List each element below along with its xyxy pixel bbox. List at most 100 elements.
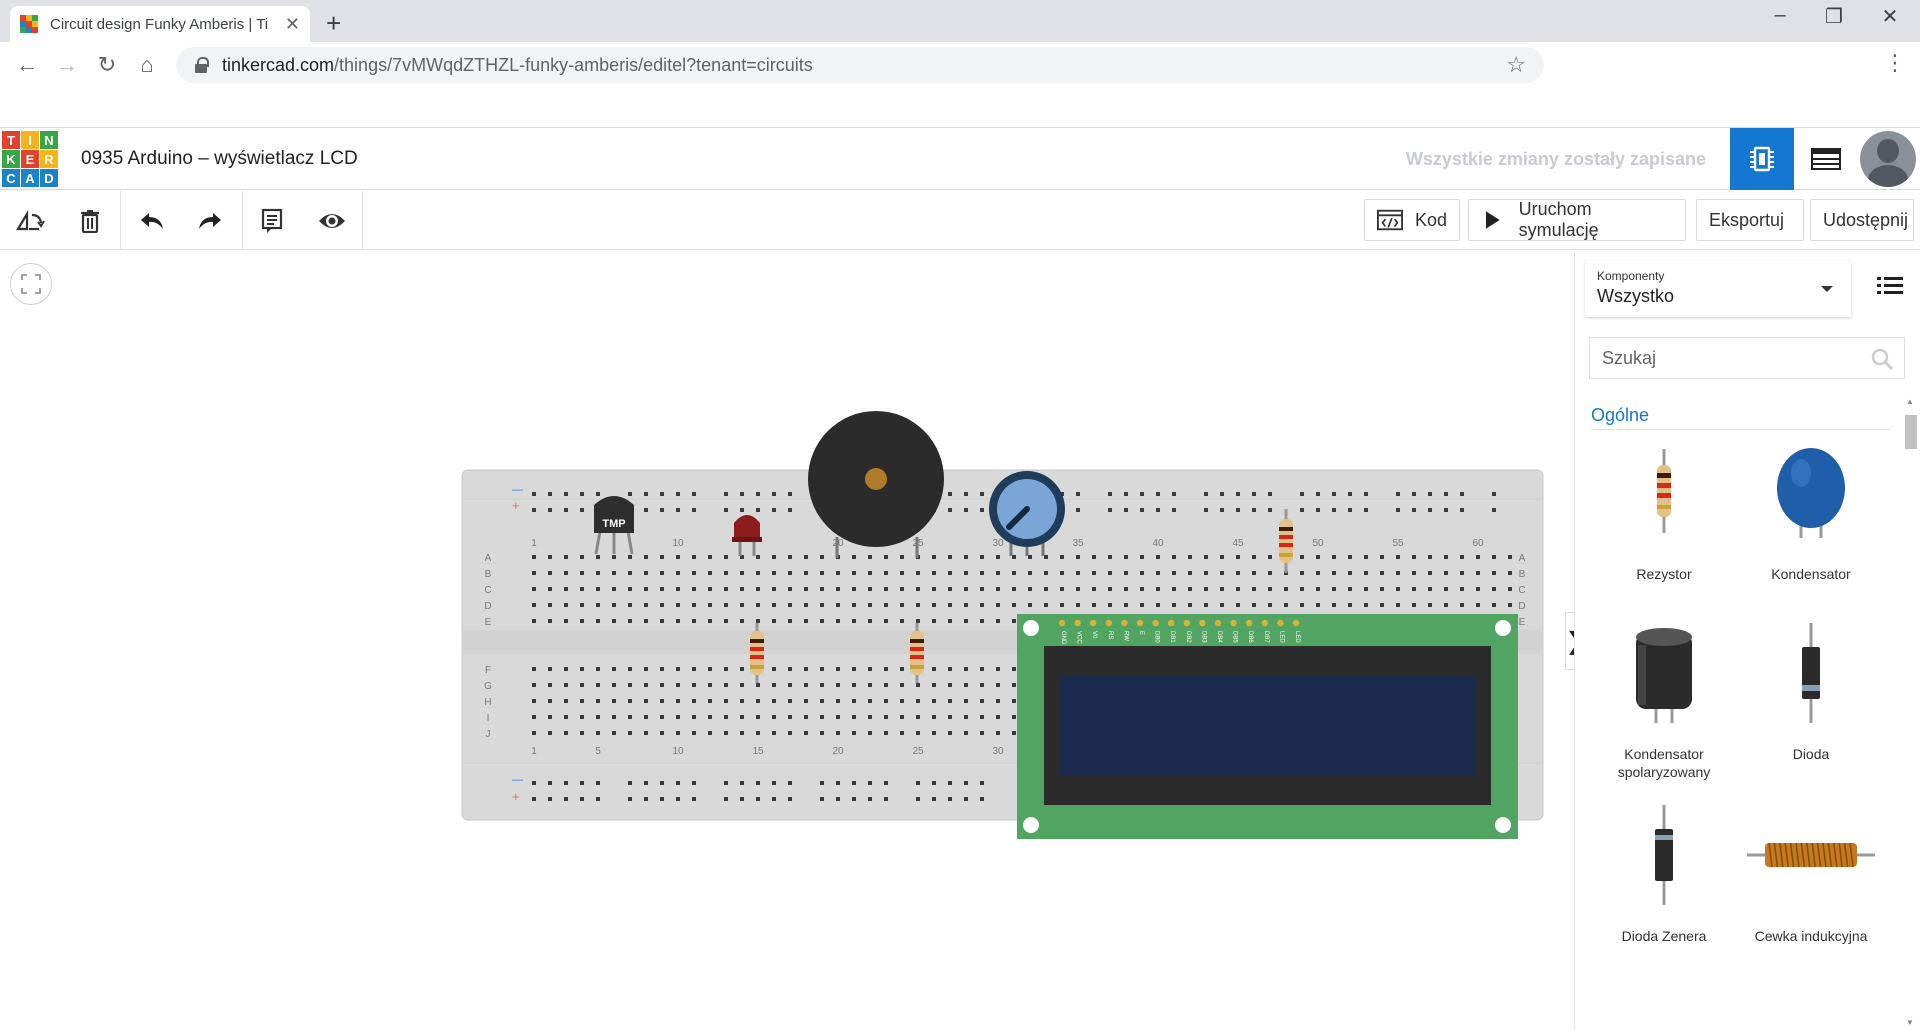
breadboard-hole: [964, 603, 968, 607]
rail-hole: [772, 492, 776, 496]
browser-tab[interactable]: Circuit design Funky Amberis | Ti ✕: [10, 6, 310, 42]
breadboard-hole: [708, 715, 712, 719]
lcd-pin: [1230, 619, 1237, 627]
breadboard-hole: [1412, 587, 1416, 591]
share-button[interactable]: Udostępnij: [1810, 199, 1914, 241]
undo-icon[interactable]: [132, 201, 172, 241]
back-icon[interactable]: ←: [16, 52, 38, 77]
close-window-icon[interactable]: ✕: [1881, 6, 1899, 28]
address-bar[interactable]: tinkercad.com/things/7vMWqdZTHZL-funky-a…: [176, 47, 1544, 83]
rail-hole: [820, 797, 824, 801]
row-letter: G: [484, 681, 492, 692]
code-button[interactable]: Kod: [1364, 199, 1460, 241]
reload-icon[interactable]: ↻: [97, 52, 117, 77]
breadboard-hole: [804, 603, 808, 607]
search-icon[interactable]: [1870, 347, 1894, 371]
section-general-title[interactable]: Ogólne: [1591, 405, 1650, 425]
new-tab-icon[interactable]: +: [326, 8, 342, 38]
list-view-icon[interactable]: [1877, 275, 1903, 297]
column-number: 35: [1072, 538, 1084, 549]
start-simulation-button[interactable]: Uruchom symulację: [1468, 199, 1686, 241]
redo-icon[interactable]: [190, 201, 230, 241]
breadboard-hole: [1380, 587, 1384, 591]
export-button[interactable]: Eksportuj: [1696, 199, 1804, 241]
rotate-icon[interactable]: [10, 201, 50, 241]
panel-scrollbar[interactable]: ▲ ▼: [1903, 397, 1917, 1027]
breadboard-hole: [1012, 683, 1016, 687]
bookmark-star-icon[interactable]: ☆: [1506, 52, 1526, 77]
component-capacitor[interactable]: Kondensator: [1741, 443, 1881, 603]
breadboard-hole: [1460, 571, 1464, 575]
breadboard-hole: [1236, 603, 1240, 607]
browser-menu-icon[interactable]: ⋮: [1884, 50, 1906, 75]
notes-icon[interactable]: [252, 201, 292, 241]
breadboard-hole: [660, 619, 664, 623]
workplane-canvas[interactable]: — + — + 11020253035404550556015101520253…: [0, 251, 1586, 1030]
home-icon[interactable]: ⌂: [140, 52, 154, 77]
design-title[interactable]: 0935 Arduino – wyświetlacz LCD: [81, 148, 358, 169]
breadboard-hole: [580, 603, 584, 607]
forward-icon[interactable]: →: [56, 52, 78, 77]
lcd-pin: [1168, 619, 1175, 627]
scrollbar-thumb[interactable]: [1905, 415, 1917, 449]
breadboard-hole: [1204, 555, 1208, 559]
component-list-view-button[interactable]: [1794, 128, 1858, 190]
breadboard-hole: [980, 571, 984, 575]
start-simulation-label: Uruchom symulację: [1518, 199, 1599, 240]
breadboard-hole: [1220, 587, 1224, 591]
breadboard-hole: [756, 555, 760, 559]
resistors[interactable]: [750, 509, 1293, 683]
resistor-band: [910, 665, 924, 669]
breadboard-hole: [628, 683, 632, 687]
restore-icon[interactable]: ❐: [1825, 6, 1843, 28]
fit-view-button[interactable]: [10, 263, 52, 305]
component-search[interactable]: [1589, 337, 1905, 379]
potentiometer[interactable]: [989, 471, 1065, 556]
column-number: 50: [1312, 538, 1324, 549]
breadboard-hole: [724, 587, 728, 591]
breadboard-hole: [1380, 603, 1384, 607]
minimize-icon[interactable]: –: [1774, 4, 1786, 26]
breadboard-hole: [820, 699, 824, 703]
delete-icon[interactable]: [70, 201, 110, 241]
components-filter-dropdown[interactable]: Komponenty Wszystko: [1585, 261, 1851, 317]
breadboard-hole: [628, 667, 632, 671]
search-input[interactable]: [1602, 347, 1852, 369]
user-avatar[interactable]: [1860, 131, 1916, 187]
breadboard-hole: [644, 667, 648, 671]
visibility-eye-icon[interactable]: [312, 201, 352, 241]
breadboard-hole: [628, 571, 632, 575]
coil-winding: [1784, 842, 1789, 868]
breadboard-hole: [1108, 587, 1112, 591]
circuit-view-button[interactable]: [1730, 128, 1794, 190]
save-status: Wszystkie zmiany zostały zapisane: [1405, 149, 1706, 169]
component-zener-diode[interactable]: Dioda Zenera: [1594, 805, 1734, 965]
tinkercad-logo[interactable]: T I N K E R C A D: [2, 131, 58, 187]
component-polarized-capacitor[interactable]: Kondensator spolaryzowany: [1594, 623, 1734, 793]
breadboard-hole: [1108, 603, 1112, 607]
breadboard-hole: [964, 715, 968, 719]
breadboard-hole: [1460, 603, 1464, 607]
component-diode[interactable]: Dioda: [1741, 623, 1881, 783]
breadboard-hole: [676, 715, 680, 719]
rail-hole: [1444, 508, 1448, 512]
breadboard-hole: [900, 715, 904, 719]
lcd-pin: [1105, 619, 1113, 627]
rail-hole: [756, 492, 760, 496]
lcd-pin-label: DB6: [1247, 631, 1253, 643]
export-label: Eksportuj: [1709, 209, 1785, 230]
rail-hole: [740, 781, 744, 785]
breadboard-hole: [660, 699, 664, 703]
breadboard-hole: [1492, 571, 1496, 575]
component-resistor[interactable]: Rezystor: [1594, 443, 1734, 603]
close-tab-icon[interactable]: ✕: [284, 13, 300, 34]
breadboard-hole: [980, 619, 984, 623]
breadboard-hole: [788, 715, 792, 719]
component-inductor[interactable]: Cewka indukcyjna: [1741, 805, 1881, 965]
column-number: 10: [672, 746, 684, 757]
red-led[interactable]: [732, 515, 762, 556]
breadboard-hole: [932, 731, 936, 735]
coil-winding: [1838, 842, 1843, 868]
tmp-temperature-sensor[interactable]: TMP: [594, 496, 634, 555]
